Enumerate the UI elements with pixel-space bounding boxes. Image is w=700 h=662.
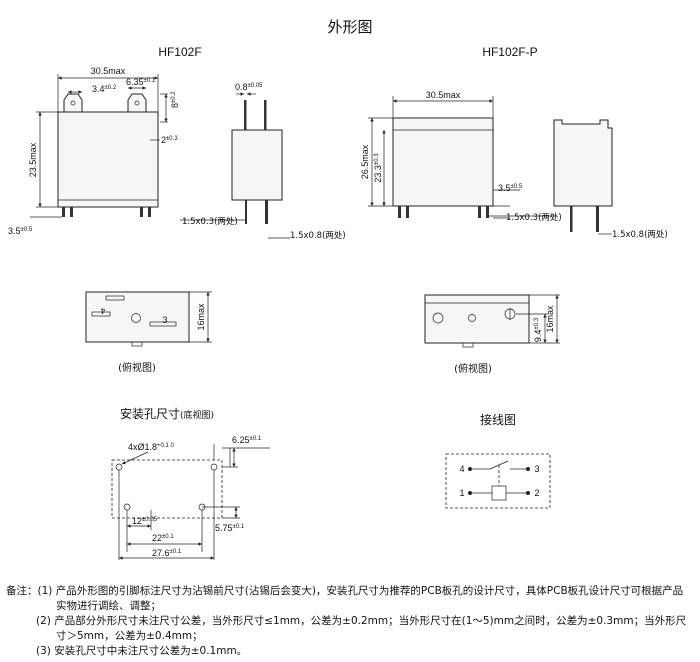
- top-view-body: [85, 291, 190, 343]
- left-side-dims: [180, 92, 290, 239]
- right-front-view: [392, 117, 494, 218]
- dim-width: 30.5max: [91, 66, 126, 76]
- left-front-view: [57, 93, 159, 217]
- mount-hole: [115, 463, 123, 471]
- top-label-3: 3: [162, 315, 167, 325]
- dim-5-75: 5.75±0.1: [215, 523, 245, 533]
- drawing-canvas: 外形图 HF102F HF102F-P 30.5max 3.4±0.2 6.35…: [8, 18, 668, 560]
- note-1-cont: 实物进行调绘、调整；: [56, 600, 161, 612]
- mount-dims: [118, 444, 270, 560]
- terminal: [127, 93, 147, 113]
- relay-side-body: [231, 129, 283, 201]
- wiring-outline: [445, 453, 551, 509]
- dim-9-4: 9.4±0.3: [533, 317, 543, 342]
- top-view-right: [424, 294, 530, 348]
- mount-hole: [123, 503, 131, 511]
- relay-body-p: [392, 117, 494, 207]
- model-right: HF102F-P: [482, 45, 537, 59]
- wiring-diagram: [445, 453, 551, 509]
- terminal: [63, 93, 83, 113]
- dim-pin-2-p: 1.5x0.8(两处): [612, 229, 668, 240]
- dim-6-25: 6.25±0.1: [232, 435, 262, 445]
- note-1: 备注：(1) 产品外形图的引脚标注尺寸为沾锡前尺寸(沾锡后会变大)，安装孔尺寸为…: [6, 585, 684, 597]
- top-view-left: [85, 291, 190, 347]
- dim-0-8: 0.8±0.05: [235, 82, 263, 92]
- right-side-view: [553, 119, 613, 232]
- right-front-dims: [368, 96, 556, 219]
- coil-symbol: [491, 485, 507, 501]
- dim-8: 8±0.2: [170, 91, 180, 108]
- dim-6-35: 6.35±0.1: [126, 77, 156, 87]
- wiring-pin-1: 1: [459, 488, 464, 498]
- mount-outline: [111, 459, 223, 519]
- dim-3-4: 3.4±0.2: [92, 84, 117, 94]
- note-2-cont: 寸＞5mm，公差为±0.4mm；: [56, 630, 203, 642]
- dim-height: 23.5max: [28, 142, 38, 177]
- left-front-dims: [30, 74, 168, 218]
- dim-width-p: 30.5max: [426, 90, 461, 100]
- dim-16max-right: 16max: [545, 305, 555, 333]
- wiring-title: 接线图: [480, 412, 516, 427]
- model-left: HF102F: [158, 45, 201, 59]
- page-title: 外形图: [327, 18, 372, 36]
- wiring-pin-4: 4: [459, 464, 464, 474]
- caption-top-right: (俯视图): [454, 362, 492, 375]
- dim-16max-left: 16max: [196, 303, 206, 331]
- dim-22: 22±0.1: [152, 533, 174, 543]
- notes-section: 备注：(1) 产品外形图的引脚标注尺寸为沾锡前尺寸(沾锡后会变大)，安装孔尺寸为…: [6, 584, 696, 659]
- wiring-pin-2: 2: [534, 488, 539, 498]
- mount-view: [111, 459, 223, 519]
- top-label-4: 4: [100, 306, 105, 315]
- dim-pin-1-p: 1.5x0.3(两处): [506, 212, 562, 223]
- dim-27-6: 27.6±0.1: [152, 548, 182, 558]
- caption-top-left: (俯视图): [118, 361, 156, 374]
- dim-pin-2: 1.5x0.8(两处): [290, 230, 346, 241]
- left-side-view: [231, 100, 283, 224]
- top-view-body-p: [424, 294, 530, 344]
- mount-hole: [210, 463, 218, 471]
- note-3: (3) 安装孔尺寸中未注尺寸公差为±0.1mm。: [36, 645, 248, 657]
- dim-3-5-p: 3.5±0.5: [498, 183, 523, 193]
- top-right-dims: [516, 294, 560, 344]
- wiring-pin-3: 3: [534, 464, 539, 474]
- dim-pin-1: 1.5x0.3(两处): [182, 216, 238, 227]
- relay-side-body-p: [553, 119, 613, 207]
- dim-12: 12±0.05: [132, 516, 158, 526]
- mount-title: 安装孔尺寸(底视图): [120, 406, 214, 421]
- note-2: (2) 产品部分外形尺寸未注尺寸公差，当外形尺寸≤1mm，公差为±0.2mm；当…: [36, 615, 687, 627]
- dim-3-5: 3.5±0.5: [8, 226, 33, 236]
- dim-2: 2±0.3: [161, 135, 178, 145]
- relay-body: [57, 111, 159, 208]
- top-left-dims: [189, 291, 212, 343]
- dim-23-3: 23.3±0.3: [373, 153, 383, 183]
- dim-26-5: 26.5max: [360, 144, 370, 179]
- dim-holes: 4xØ1.8+0.1 0: [128, 442, 175, 452]
